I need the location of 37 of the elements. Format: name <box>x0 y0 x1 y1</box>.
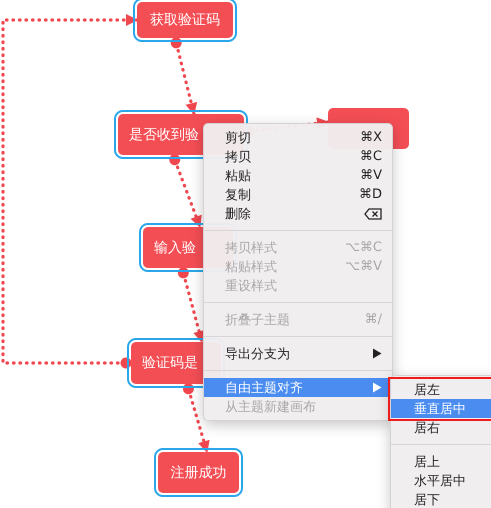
menu-item-label: 拷贝样式 <box>225 240 278 256</box>
topic-text: 注册成功 <box>170 464 226 482</box>
keyboard-shortcut: ⌘D <box>358 187 382 202</box>
menu-item-label: 水平居中 <box>414 472 467 490</box>
menu-item-label: 删除 <box>225 206 252 222</box>
topic-text: 验证码是 <box>142 354 198 372</box>
menu-item-label: 复制 <box>225 186 252 204</box>
menu-item-label: 居下 <box>414 492 441 508</box>
keyboard-shortcut: ⌘V <box>360 168 382 183</box>
menu-item-label: 垂直居中 <box>414 400 467 418</box>
dotted-connector <box>169 153 202 229</box>
dotted-connector <box>170 36 198 116</box>
menu-item-label: 粘贴 <box>225 168 252 184</box>
topic-box <box>137 2 233 38</box>
keyboard-shortcut: ⌥⌘V <box>345 259 382 274</box>
keyboard-shortcut: ⌘C <box>360 149 382 164</box>
keyboard-shortcut: ⌘X <box>360 130 382 145</box>
topic-text: 输入验 <box>154 238 196 256</box>
menu-item-label: 粘贴样式 <box>225 258 278 276</box>
topic-box <box>158 452 239 493</box>
keyboard-shortcut: ⌥⌘C <box>344 240 382 255</box>
menu-item-label: 拷贝 <box>225 148 252 166</box>
dotted-connector <box>178 266 205 344</box>
dotted-connector <box>182 382 210 454</box>
menu-item-label: 从主题新建画布 <box>225 398 317 416</box>
menu-item-label: 重设样式 <box>225 278 278 294</box>
keyboard-shortcut: ⌘/ <box>364 312 382 327</box>
topic-text: 是否收到验 <box>129 126 199 144</box>
menu-item-label: 居左 <box>414 382 441 398</box>
menu-item-label: 导出分支为 <box>225 346 291 362</box>
menu-item-label: 自由主题对齐 <box>225 380 304 396</box>
dotted-connector <box>1 14 139 368</box>
menu-item-label: 折叠子主题 <box>225 312 291 328</box>
menu-item-label: 剪切 <box>225 130 252 146</box>
menu-item-label: 居上 <box>414 454 441 470</box>
menu-item-label: 居右 <box>414 420 441 436</box>
topic-text: 获取验证码 <box>150 11 220 29</box>
